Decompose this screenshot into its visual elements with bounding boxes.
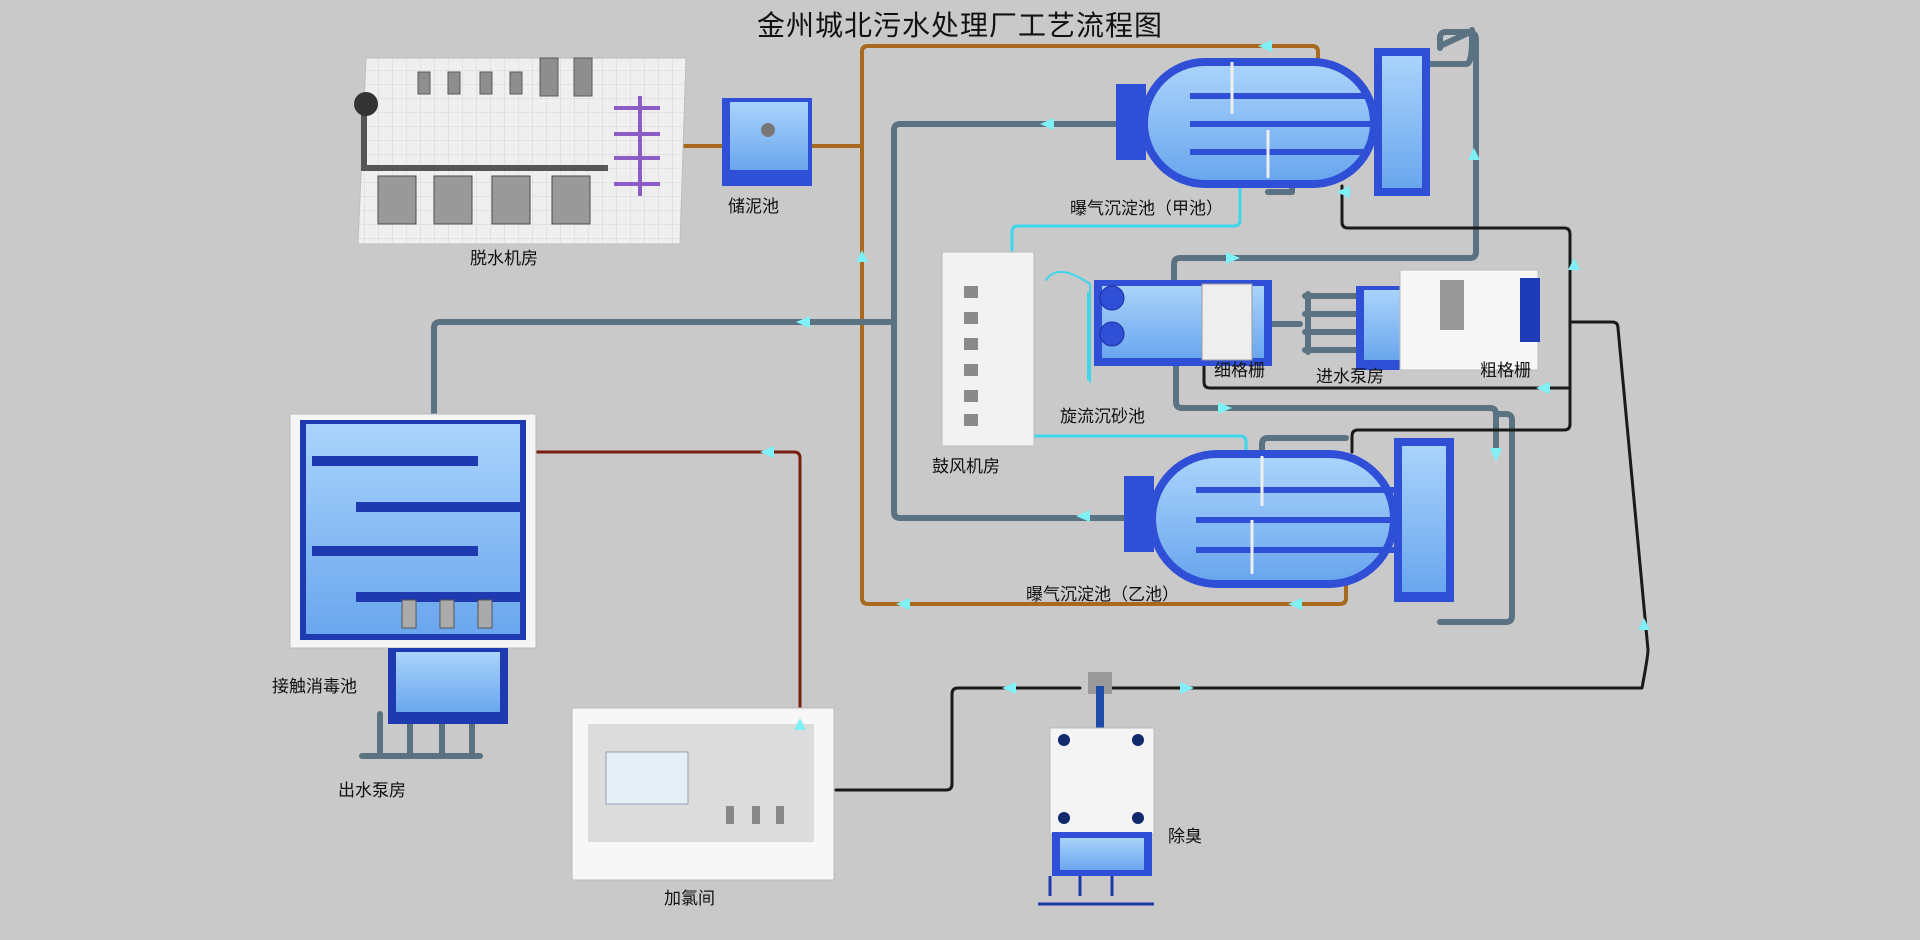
- flow-arrow: [1040, 118, 1054, 130]
- coarse-screen-label: 粗格栅: [1480, 361, 1531, 381]
- flow-arrow: [1490, 448, 1502, 462]
- sludge-tank-label: 储泥池: [728, 197, 779, 217]
- chlorine-room: [571, 707, 835, 881]
- blower-room: [941, 251, 1035, 447]
- air-pipe-to-b: [1014, 434, 1248, 458]
- flow-arrow: [1468, 148, 1480, 160]
- contact-tank-label: 接触消毒池: [272, 677, 357, 697]
- air-pipe-to-a: [1010, 170, 1242, 252]
- chlorine-room-label: 加氯间: [664, 889, 715, 909]
- flow-arrow: [760, 446, 774, 458]
- contact-tank: [289, 413, 537, 724]
- grit-and-fine-screen: [1087, 280, 1272, 380]
- water-pipe-b-inlet: [1259, 435, 1349, 453]
- mixer-icon: [761, 123, 775, 137]
- water-pipe-pump-manifold: [1302, 293, 1373, 353]
- odor-pipe-aeration: [1340, 184, 1572, 454]
- flow-arrow: [1218, 402, 1232, 414]
- aeration-tank-a: [1116, 48, 1430, 196]
- flow-arrow: [1568, 258, 1580, 270]
- deodorization: [1038, 672, 1155, 906]
- air-pipe-to-grit: [1045, 271, 1091, 383]
- flow-arrows: [760, 40, 1650, 730]
- aeration-b-label: 曝气沉淀池（乙池）: [1026, 585, 1179, 605]
- diagram-title: 金州城北污水处理厂工艺流程图: [756, 9, 1163, 42]
- flow-arrow: [896, 598, 910, 610]
- dewatering-room-label: 脱水机房: [470, 249, 538, 269]
- flow-arrow: [1226, 252, 1240, 264]
- sludge-hopper-icon: [354, 92, 378, 116]
- odor-pipe-screen: [1104, 320, 1650, 690]
- flow-arrow: [1002, 682, 1016, 694]
- flow-arrow: [1336, 186, 1350, 198]
- inlet-pump-label: 进水泵房: [1316, 367, 1384, 387]
- flow-arrow: [1180, 682, 1194, 694]
- flow-arrow: [856, 250, 868, 262]
- flow-arrow: [1638, 618, 1650, 630]
- sludge-pipes: [682, 44, 1348, 606]
- odor-pipes: [834, 184, 1650, 792]
- dewatering-room: [354, 57, 687, 245]
- sludge-pipe-return: [860, 144, 1348, 606]
- sludge-tank: [722, 98, 812, 186]
- water-pipe-b-loop: [1437, 411, 1515, 625]
- water-pipes: [359, 27, 1515, 759]
- flow-arrow: [1076, 510, 1090, 522]
- fine-screen-label: 细格栅: [1214, 361, 1265, 381]
- odor-pipe-fine-screen: [1202, 358, 1572, 390]
- grit-chamber-label: 旋流沉砂池: [1060, 407, 1145, 427]
- flow-arrow: [1536, 382, 1550, 394]
- inlet-pump-coarse-screen: [1356, 269, 1540, 371]
- flow-arrow: [1258, 40, 1272, 52]
- deodor-label: 除臭: [1168, 827, 1202, 847]
- odor-pipe-chlorine: [834, 686, 1082, 792]
- flow-arrow: [794, 718, 806, 730]
- flow-arrow: [1288, 598, 1302, 610]
- blower-room-label: 鼓风机房: [932, 457, 1000, 477]
- sludge-pipe-top: [810, 44, 1320, 148]
- outlet-pump-label: 出水泵房: [338, 781, 406, 801]
- water-pipe-screen-to-a: [1171, 29, 1479, 283]
- aeration-tank-b: [1124, 438, 1454, 602]
- flow-arrow: [796, 316, 810, 328]
- water-pipe-to-contact: [431, 319, 897, 421]
- aeration-a-label: 曝气沉淀池（甲池）: [1070, 199, 1223, 219]
- water-pipe-outlet-legs: [377, 711, 475, 757]
